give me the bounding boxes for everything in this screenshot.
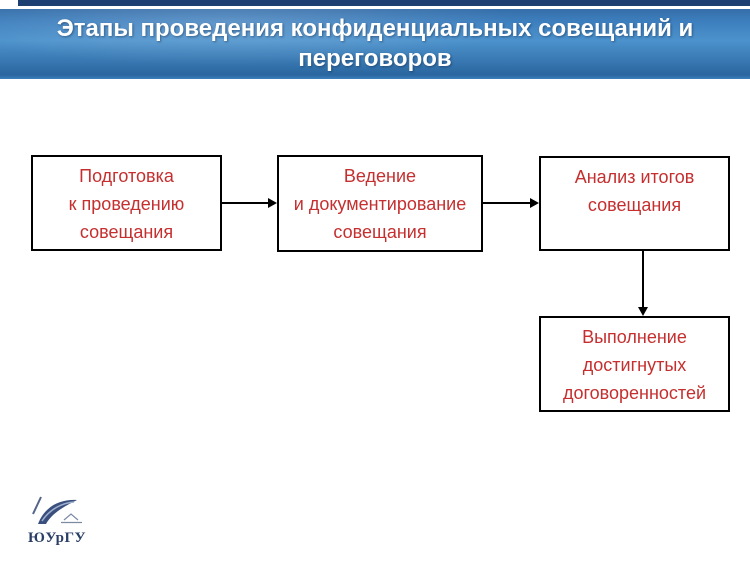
slide-title: Этапы проведения конфиденциальных совеща… [56, 15, 694, 72]
university-emblem-icon [32, 496, 82, 524]
flow-box-preparation: Подготовка к проведению совещания [31, 155, 222, 251]
arrow-head-right-icon [530, 198, 539, 208]
top-accent-strip [18, 0, 750, 6]
university-logo-text: ЮУрГУ [27, 530, 87, 546]
arrow-head-down-icon [638, 307, 648, 316]
flow-box-implementation: Выполнение достигнутых договоренностей [539, 316, 730, 412]
university-logo: ЮУрГУ [26, 493, 88, 547]
flow-box-analysis: Анализ итогов совещания [539, 156, 730, 251]
arrow-line [483, 202, 531, 204]
arrow-line [222, 202, 269, 204]
arrow-head-right-icon [268, 198, 277, 208]
title-banner: Этапы проведения конфиденциальных совеща… [0, 9, 750, 79]
flow-box-conduct: Ведение и документирование совещания [277, 155, 483, 252]
arrow-line [642, 251, 644, 308]
